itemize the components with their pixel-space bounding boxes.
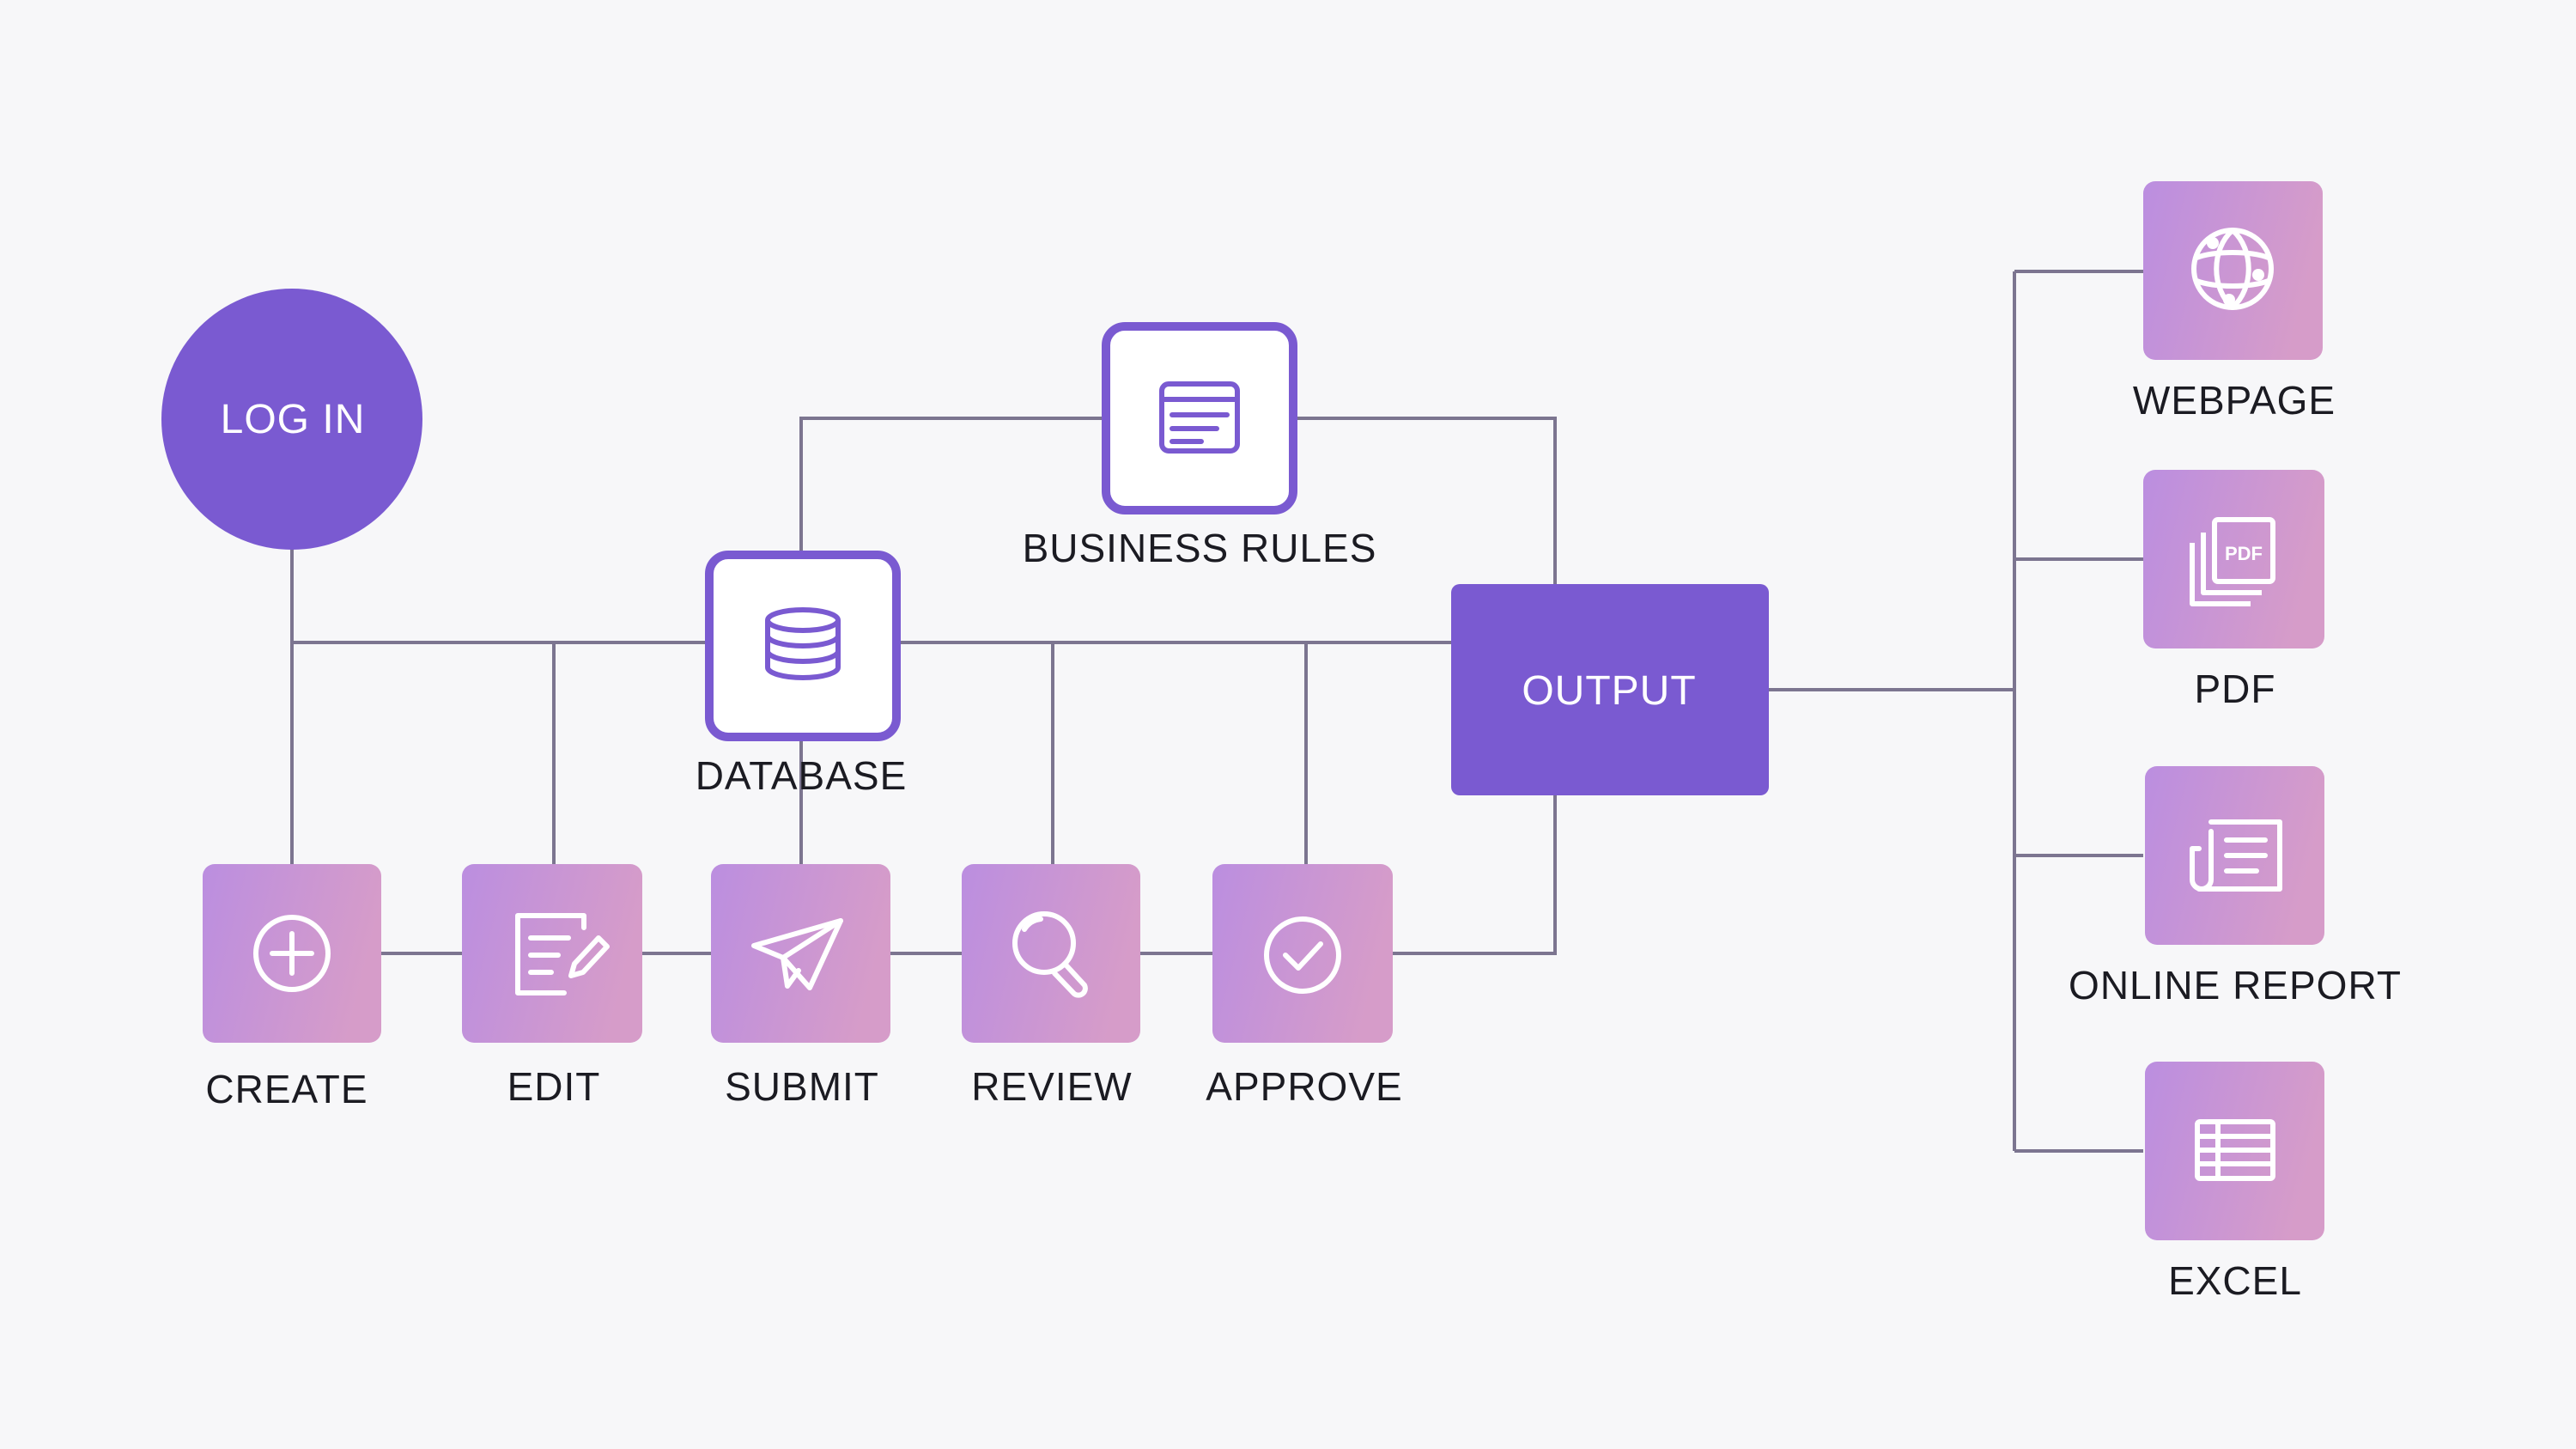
pdf-file-icon-badge: PDF	[2225, 543, 2263, 564]
step-approve-node[interactable]	[1212, 864, 1393, 1043]
login-node[interactable]	[161, 289, 422, 550]
output-label: OUTPUT	[1522, 668, 1697, 714]
step-create-node[interactable]	[203, 864, 381, 1043]
newspaper-icon	[2190, 819, 2282, 892]
step-review-node[interactable]	[962, 864, 1140, 1043]
magnifier-icon	[1012, 911, 1088, 998]
check-circle-icon	[1264, 916, 1341, 994]
database-node[interactable]	[705, 551, 901, 741]
login-label: LOG IN	[220, 397, 366, 442]
connectors	[290, 270, 2143, 1153]
output-webpage-label: WEBPAGE	[2132, 378, 2336, 423]
output-pdf-node[interactable]: PDF	[2143, 470, 2324, 648]
rules-to-output-connector	[1293, 417, 1557, 584]
plus-circle-icon	[253, 915, 331, 992]
output-online-report-node[interactable]	[2145, 766, 2324, 945]
database-to-rules-connector	[799, 417, 1106, 551]
output-node[interactable]	[1451, 584, 1769, 795]
database-icon	[765, 607, 841, 680]
steps-chain-connector	[381, 795, 1557, 955]
step-edit-node[interactable]	[462, 864, 642, 1043]
formats-bus-connector	[2013, 270, 2143, 1153]
database-label: DATABASE	[695, 753, 908, 798]
output-excel-label: EXCEL	[2168, 1258, 2302, 1303]
step-submit-label: SUBMIT	[725, 1064, 879, 1109]
output-excel-node[interactable]	[2145, 1062, 2324, 1240]
step-create-label: CREATE	[205, 1067, 368, 1111]
window-document-icon	[1159, 381, 1240, 454]
business-rules-node[interactable]	[1102, 322, 1297, 514]
step-edit-label: EDIT	[507, 1064, 601, 1109]
step-approve-label: APPROVE	[1206, 1064, 1403, 1109]
edit-document-icon	[515, 913, 610, 995]
business-rules-label: BUSINESS RULES	[1022, 526, 1377, 570]
spreadsheet-icon	[2195, 1119, 2275, 1181]
output-online-report-label: ONLINE REPORT	[2069, 963, 2402, 1008]
output-webpage-node[interactable]	[2143, 181, 2323, 360]
output-pdf-label: PDF	[2194, 667, 2276, 711]
pdf-file-icon	[2190, 517, 2275, 606]
step-submit-node[interactable]	[711, 864, 890, 1043]
paper-plane-icon	[751, 918, 843, 990]
step-review-label: REVIEW	[971, 1064, 1133, 1109]
